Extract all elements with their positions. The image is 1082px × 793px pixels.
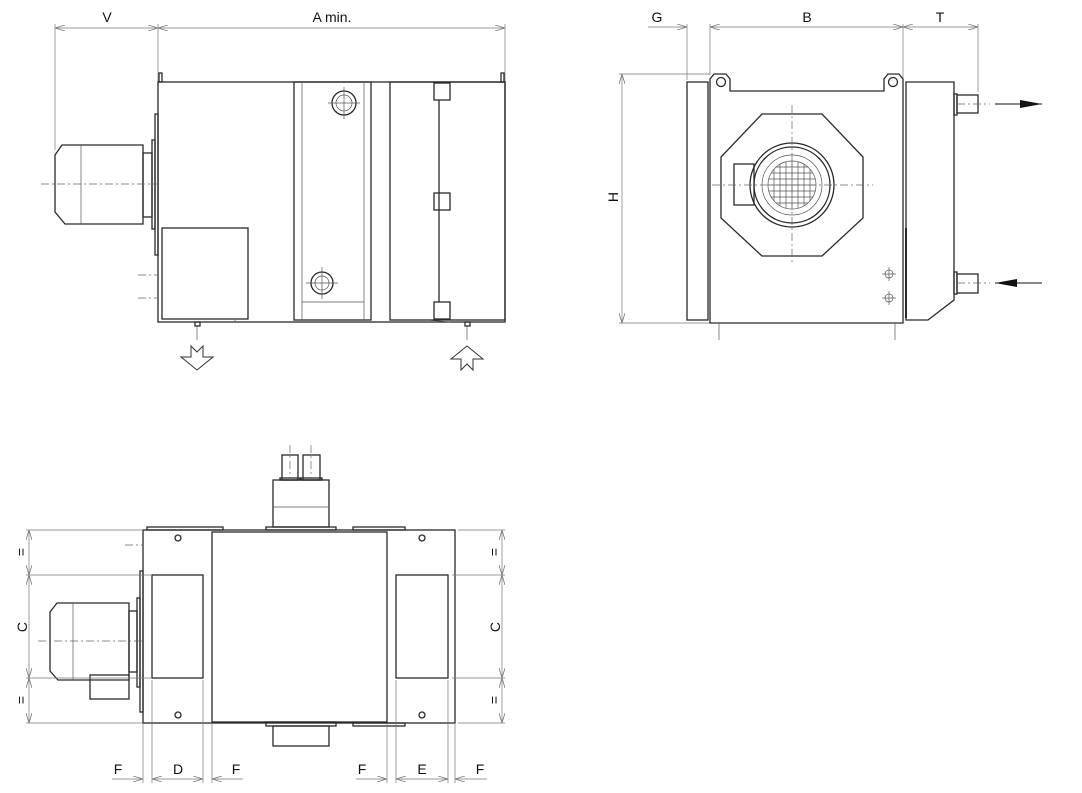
dimension-a-min: A min. bbox=[158, 9, 505, 28]
dim-label-e: E bbox=[417, 761, 426, 777]
dim-label-v: V bbox=[102, 9, 112, 25]
dim-label-a-min: A min. bbox=[313, 9, 352, 25]
window bbox=[151, 574, 204, 679]
dim-label-c: C bbox=[14, 622, 30, 632]
side-view: V A min. bbox=[41, 9, 506, 372]
cooling-connector bbox=[272, 479, 330, 528]
filter-cover bbox=[389, 81, 506, 321]
window bbox=[395, 574, 449, 679]
port bbox=[882, 291, 896, 305]
dim-label-f: F bbox=[114, 761, 123, 777]
dim-label-equal: = bbox=[486, 548, 502, 556]
cooling-housing bbox=[905, 81, 955, 321]
dim-label-f: F bbox=[358, 761, 367, 777]
dim-label-b: B bbox=[802, 9, 811, 25]
pump-body-end bbox=[709, 73, 904, 324]
end-view: G B T H bbox=[605, 9, 1042, 340]
dim-label-equal: = bbox=[13, 548, 29, 556]
inlet-flange bbox=[720, 113, 864, 257]
inlet-arrow-icon bbox=[449, 345, 485, 372]
motor-top bbox=[38, 544, 144, 713]
motor-plate bbox=[686, 81, 709, 321]
dim-label-f: F bbox=[232, 761, 241, 777]
dim-label-f: F bbox=[476, 761, 485, 777]
mounting-hole bbox=[328, 87, 360, 119]
cooling-panel bbox=[293, 81, 372, 321]
dimension-v: V bbox=[54, 9, 506, 150]
dim-label-g: G bbox=[652, 9, 663, 25]
pump-body-side bbox=[157, 72, 506, 323]
port bbox=[882, 267, 896, 281]
dim-label-equal: = bbox=[13, 696, 29, 704]
motor-side bbox=[41, 113, 159, 299]
terminal-box bbox=[161, 227, 249, 320]
mounting-hole bbox=[306, 267, 338, 299]
pump-body-top bbox=[142, 529, 456, 724]
dim-label-t: T bbox=[936, 9, 945, 25]
dim-label-equal: = bbox=[486, 696, 502, 704]
top-view: = C = = C = F D F F E F bbox=[13, 445, 505, 783]
outlet-arrow-icon bbox=[179, 344, 215, 371]
dim-label-h: H bbox=[605, 192, 621, 202]
dim-label-d: D bbox=[173, 761, 183, 777]
dim-label-c: C bbox=[487, 622, 503, 632]
